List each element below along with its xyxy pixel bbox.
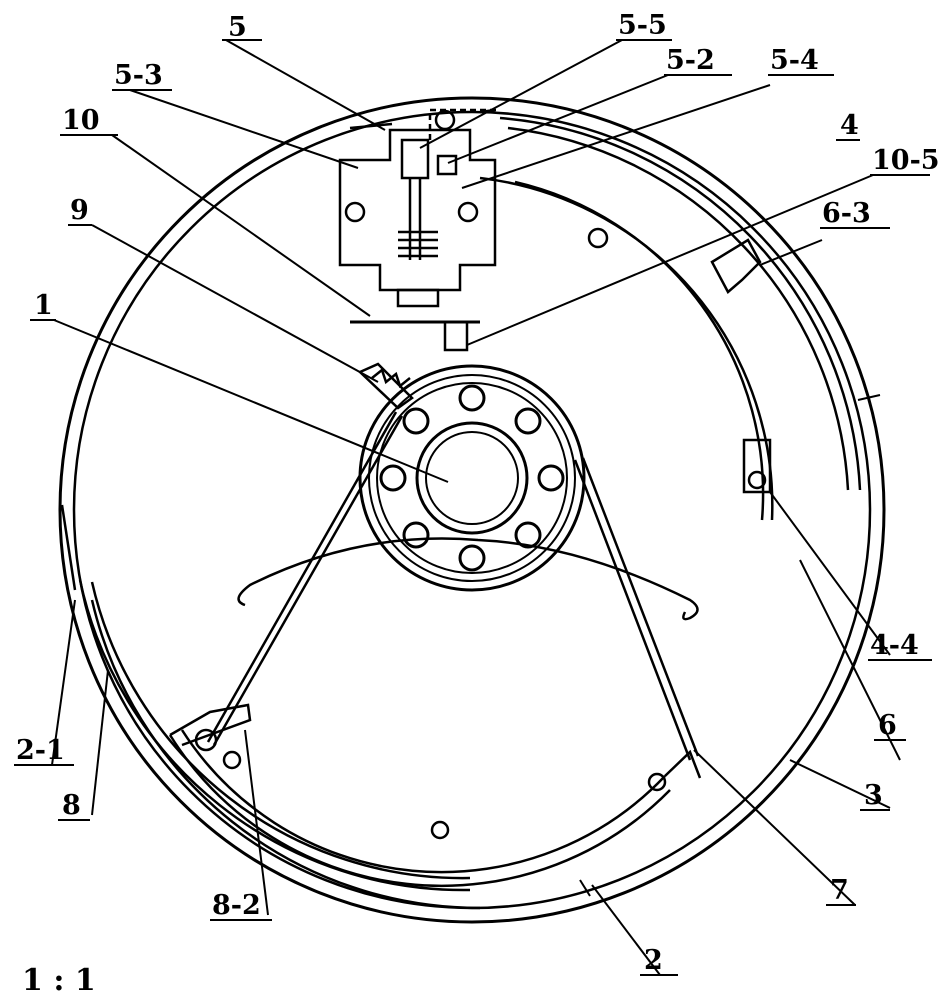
label-8-2: 8-2 — [212, 890, 261, 921]
label-5-2: 5-2 — [666, 45, 715, 76]
tension-rods — [208, 412, 698, 760]
label-7: 7 — [830, 875, 849, 906]
label-8: 8 — [62, 790, 81, 821]
label-underlines — [14, 40, 932, 975]
label-3: 3 — [864, 780, 883, 811]
actuator-block — [340, 110, 498, 350]
label-6: 6 — [878, 710, 897, 741]
label-5-4: 5-4 — [770, 45, 819, 76]
part-labels: 5 5-5 5-2 5-3 5-4 10 4 10-5 9 6-3 1 4-4 … — [16, 10, 940, 976]
label-4: 4 — [840, 110, 859, 141]
label-5: 5 — [228, 12, 247, 43]
label-10: 10 — [62, 105, 100, 136]
brake-band — [80, 580, 700, 890]
label-2: 2 — [644, 945, 663, 976]
scale-note: 1 : 1 — [22, 963, 96, 998]
label-9: 9 — [70, 195, 89, 226]
band-fasteners — [196, 730, 665, 838]
label-4-4: 4-4 — [870, 630, 919, 661]
label-5-5: 5-5 — [618, 10, 667, 41]
label-10-5: 10-5 — [872, 145, 940, 176]
inner-ring — [480, 118, 860, 520]
label-2-1: 2-1 — [16, 735, 65, 766]
bearing-hub — [360, 366, 584, 590]
label-5-3: 5-3 — [114, 60, 163, 91]
label-6-3: 6-3 — [822, 198, 871, 229]
label-1: 1 — [34, 290, 53, 321]
